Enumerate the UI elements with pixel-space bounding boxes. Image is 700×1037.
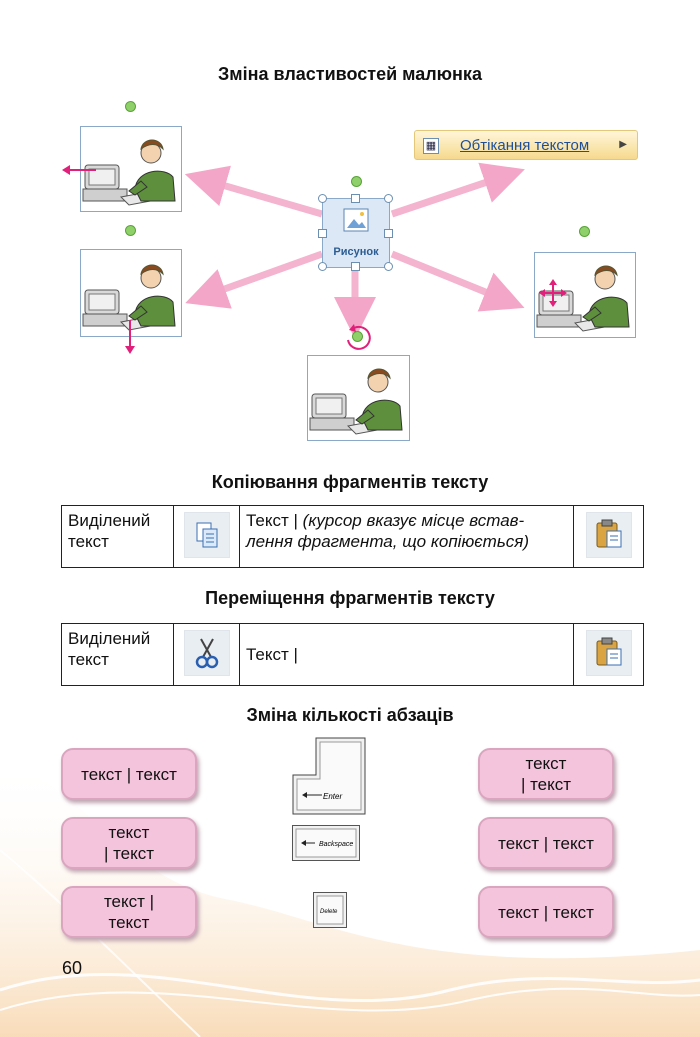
direction-arrows [184,162,525,339]
move-down-arrow-icon [125,320,135,354]
text-before-pill: текст | текст [61,817,197,869]
resize-handle[interactable] [384,194,393,203]
section-title-move: Переміщення фрагментів тексту [205,588,495,608]
resize-handle[interactable] [351,194,360,203]
resize-handle[interactable] [351,262,360,271]
cut-icon[interactable] [183,629,230,676]
section-title-paragraphs: Зміна кількості абзаців [246,705,454,725]
center-picture-placeholder[interactable]: Рисунок [322,198,390,268]
page-number: 60 [62,958,83,978]
enter-key[interactable]: Enter [292,737,366,815]
text-wrap-button[interactable]: ▦ Обтікання текстом ▶ [414,130,638,160]
text-before-pill: текст | текст [61,748,197,800]
copy-table: Виділений текст Текст | (курсор вказує м… [61,505,644,568]
rotate-handle[interactable] [579,226,590,237]
rotate-handle[interactable] [352,331,363,342]
picture-icon [343,208,369,232]
table-cell [173,505,240,568]
delete-key-label: Delete [320,909,338,915]
text-wrap-label: Обтікання текстом [460,137,590,154]
text-after-pill: текст | текст [478,748,614,800]
rotate-handle[interactable] [125,225,136,236]
text-before-pill: текст | текст [61,886,197,938]
resize-handle[interactable] [384,262,393,271]
cursor-text: Текст | [246,511,303,530]
cursor-note: (курсор вказує місце встав-лення фрагмен… [246,511,530,551]
text-after-pill: текст | текст [478,886,614,938]
resize-handle[interactable] [318,229,327,238]
table-cell: Виділений текст [61,505,174,568]
resize-handle[interactable] [318,262,327,271]
section-title-picture-properties: Зміна властивостей малюнка [218,64,482,84]
table-cell [573,505,644,568]
table-cell [173,623,240,686]
paste-icon[interactable] [585,511,632,558]
move-left-arrow-icon [62,165,96,175]
rotate-handle[interactable] [351,176,362,187]
move-cross-arrow-icon [539,279,567,307]
move-table: Виділений текст Текст | [61,623,644,686]
copy-icon[interactable] [183,511,230,558]
submenu-arrow-icon: ▶ [619,139,627,150]
backspace-key[interactable]: Backspace [292,825,360,861]
picture-label: Рисунок [333,246,379,258]
resize-handle[interactable] [318,194,327,203]
rotate-handle[interactable] [125,101,136,112]
clipart-picture[interactable] [534,252,636,338]
table-cell: Текст | [239,623,574,686]
table-cell [573,623,644,686]
rotate-arrow-icon [347,324,371,350]
clipart-picture[interactable] [80,249,182,337]
man-at-computer-image [309,368,403,435]
table-cell: Текст | (курсор вказує місце встав-лення… [239,505,574,568]
resize-handle[interactable] [384,229,393,238]
enter-key-label: Enter [323,792,342,801]
paste-icon[interactable] [585,629,632,676]
clipart-picture[interactable] [307,355,410,441]
section-title-copy: Копіювання фрагментів тексту [211,472,489,492]
text-after-pill: текст | текст [478,817,614,869]
backspace-key-label: Backspace [319,841,353,848]
text-wrap-icon: ▦ [423,138,439,154]
delete-key[interactable]: Delete [313,892,347,928]
table-cell: Виділений текст [61,623,174,686]
